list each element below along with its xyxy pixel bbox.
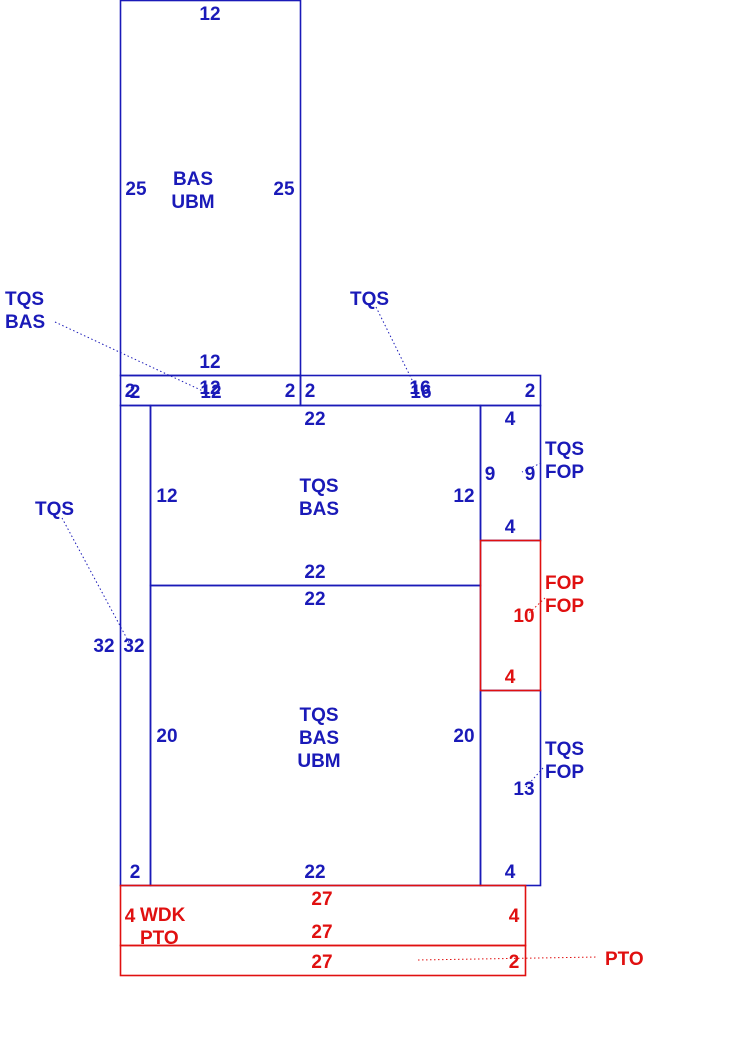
dim-bas-right: 25: [273, 179, 295, 200]
dim-col-left-outer: 32: [93, 636, 114, 657]
tqs-bas-callout-line2: BAS: [5, 312, 45, 333]
dim-rt-right: 9: [525, 464, 536, 485]
tqs-fop-top-line1: TQS: [545, 439, 584, 460]
dim-strip-mid-a: 12: [199, 378, 220, 399]
dim-big-left: 20: [156, 726, 177, 747]
dim-room-left: 12: [156, 486, 177, 507]
dim-wdk-left: 4: [125, 906, 136, 927]
dim-strip-left-a: 2: [125, 381, 136, 402]
dim-strip2-mid-a: 16: [409, 378, 430, 399]
tqs-fop-bottom-line1: TQS: [545, 739, 584, 760]
dim-wdk-bottom: 27: [311, 922, 332, 943]
dim-bas-top: 12: [199, 4, 220, 25]
dim-big-right: 20: [453, 726, 474, 747]
dim-big-bottom: 22: [304, 862, 325, 883]
dim-big-top: 22: [304, 589, 325, 610]
dim-fop-right: 10: [513, 606, 534, 627]
tqs-top-callout-label: TQS: [350, 289, 389, 310]
tqs-fop-top-line2: FOP: [545, 462, 584, 483]
tqs-left-callout-label: TQS: [35, 499, 74, 520]
fop-fop-outline: [479, 539, 542, 692]
dim-room-bottom: 22: [304, 562, 325, 583]
dim-room-top: 22: [304, 409, 325, 430]
dim-rb-right: 13: [513, 779, 534, 800]
dim-rt-bottom: 4: [505, 517, 516, 538]
dim-pto-mid: 27: [311, 952, 332, 973]
dim-rt-top: 4: [505, 409, 516, 430]
tqs-bas-callout-line1: TQS: [5, 289, 44, 310]
dim-col-left-inner: 32: [123, 636, 144, 657]
wdk-pto-line1: WDK: [140, 905, 186, 926]
dim-rt-left: 9: [485, 464, 496, 485]
dim-wdk-right: 4: [509, 906, 520, 927]
dim-strip-left-b: 2: [130, 382, 141, 403]
dim-bas-left: 25: [125, 179, 147, 200]
dim-wdk-top: 27: [311, 889, 332, 910]
dim-bas-bottom: 12: [199, 352, 220, 373]
tqs-left-leader-line: [61, 517, 133, 649]
tqs-fop-bottom-line2: FOP: [545, 762, 584, 783]
tqs-fop-bottom-leader-line: [525, 767, 544, 788]
tqs-bas-ubm-line2: BAS: [299, 728, 339, 749]
dim-strip-right-a: 2: [285, 381, 296, 402]
dim-strip2-right: 2: [525, 381, 536, 402]
tqs-bas-ubm-line3: UBM: [297, 751, 340, 772]
tqs-bas-ubm-line1: TQS: [299, 705, 338, 726]
dim-fop-bottom: 4: [505, 667, 516, 688]
wdk-pto-line2: PTO: [140, 928, 179, 949]
tqs-bas-room-line1: TQS: [299, 476, 338, 497]
dim-strip2-mid-b: 16: [410, 382, 431, 403]
fop-fop-line1: FOP: [545, 573, 584, 594]
dim-rb-bottom: 4: [505, 862, 516, 883]
dim-pto-right: 2: [509, 952, 520, 973]
fop-fop-line2: FOP: [545, 596, 584, 617]
bas-ubm-label-line1: BAS: [173, 169, 213, 190]
pto-callout-label: PTO: [605, 949, 644, 970]
bas-ubm-label-line2: UBM: [171, 192, 214, 213]
dim-strip2-left: 2: [305, 381, 316, 402]
dim-strip-mid-b: 12: [200, 382, 221, 403]
tqs-bas-room-line2: BAS: [299, 499, 339, 520]
dim-col-bottom: 2: [130, 862, 141, 883]
pto-strip-outline: [119, 944, 527, 977]
dim-room-right: 12: [453, 486, 474, 507]
